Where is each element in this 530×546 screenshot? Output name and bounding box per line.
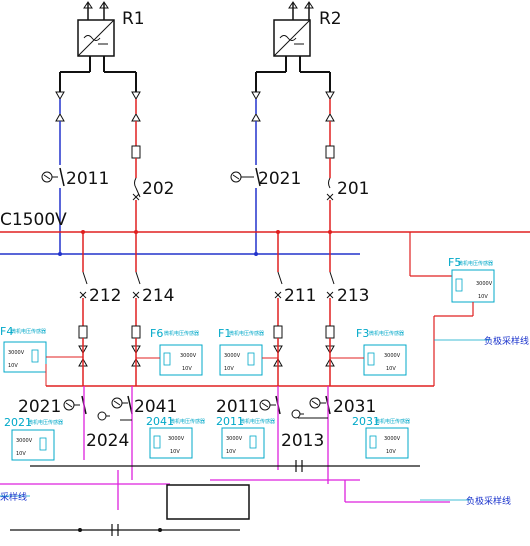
sample-label-left: 采样线 bbox=[0, 491, 27, 503]
f5-top-value: 3000V bbox=[476, 281, 493, 287]
switch-212-label: 212 bbox=[89, 286, 121, 306]
f1-label: F1 bbox=[218, 327, 231, 340]
lower-switch-2041-label: 2041 bbox=[134, 397, 177, 417]
neg-sample-label-bottom: 负极采样线 bbox=[466, 495, 511, 507]
f4-label: F4 bbox=[0, 325, 13, 338]
switch-214-label: 214 bbox=[142, 286, 174, 306]
panel-box bbox=[166, 484, 250, 520]
sensor-f6: F6 微机电压传感器 3000V 10V bbox=[136, 327, 203, 376]
lower-sensor-2011-bottom: 10V bbox=[226, 449, 236, 455]
switch-2021-label: 2021 bbox=[258, 169, 301, 189]
lower-sensor-2011: 2011 微机电压传感器 3000V 10V bbox=[216, 415, 275, 459]
f6-bottom-value: 10V bbox=[182, 366, 192, 372]
lower-sensor-2031: 2031 微机电压传感器 3000V 10V bbox=[352, 415, 410, 459]
lower-sensor-2041-top: 3000V bbox=[168, 436, 185, 442]
lower-sensor-2031-top: 3000V bbox=[384, 436, 401, 442]
f3-top-value: 3000V bbox=[384, 353, 401, 359]
r2-label: R2 bbox=[319, 9, 342, 29]
magenta-sampling-wires bbox=[0, 386, 450, 510]
lower-sensor-2031-label: 2031 bbox=[352, 415, 380, 428]
f5-branch: F5 微机电压传感器 3000V 10V bbox=[409, 232, 495, 386]
f3-type: 微机电压传感器 bbox=[369, 330, 404, 337]
lower-sensor-2021-top: 3000V bbox=[16, 438, 33, 444]
neg-sample-label-right: 负极采样线 bbox=[484, 335, 529, 347]
rectifier-r2: R2 bbox=[255, 1, 342, 92]
lower-switch-2041: 2041 bbox=[111, 395, 177, 417]
lower-switch-2013: 2013 bbox=[281, 409, 324, 451]
r1-positive-feeder: 202 bbox=[131, 91, 174, 232]
lower-sensor-2021-label: 2021 bbox=[4, 416, 32, 429]
switch-213-label: 213 bbox=[337, 286, 369, 306]
f5-bottom-value: 10V bbox=[478, 294, 488, 300]
lower-switch-2013-label: 2013 bbox=[281, 431, 324, 451]
switch-202-label: 202 bbox=[142, 179, 174, 199]
lower-switch-2011-label: 2011 bbox=[216, 397, 259, 417]
lower-sensor-2021: 2021 微机电压传感器 3000V 10V bbox=[4, 416, 63, 461]
lower-switch-2024: 2024 bbox=[86, 411, 129, 451]
sensor-f1: F1 微机电压传感器 3000V 10V bbox=[218, 327, 278, 376]
lower-sensor-2011-type: 微机电压传感器 bbox=[240, 418, 275, 425]
lower-switch-2031-label: 2031 bbox=[333, 397, 376, 417]
lower-switch-2031: 2031 bbox=[309, 395, 376, 417]
lower-sensor-2031-type: 微机电压传感器 bbox=[375, 418, 410, 425]
lower-switch-2021-label: 2021 bbox=[18, 397, 61, 417]
lower-sensor-2021-type: 微机电压传感器 bbox=[28, 419, 63, 426]
switch-201-label: 201 bbox=[337, 179, 369, 199]
f6-label: F6 bbox=[150, 327, 163, 340]
lower-sensor-2041-label: 2041 bbox=[146, 415, 174, 428]
breaker-column-211: 211 bbox=[273, 232, 316, 386]
lower-sensor-2011-top: 3000V bbox=[226, 436, 243, 442]
f5-type: 微机电压传感器 bbox=[458, 260, 493, 267]
sensor-f4: F4 微机电压传感器 3000V 10V bbox=[0, 325, 83, 386]
r1-negative-feeder: 2011 bbox=[41, 91, 109, 254]
breaker-column-214: 214 bbox=[131, 232, 174, 386]
lower-switch-2024-label: 2024 bbox=[86, 431, 129, 451]
f4-top-value: 3000V bbox=[8, 350, 25, 356]
lower-sensor-2041-type: 微机电压传感器 bbox=[170, 418, 205, 425]
switch-211-label: 211 bbox=[284, 286, 316, 306]
lower-sensor-2031-bottom: 10V bbox=[386, 449, 396, 455]
lower-sensor-2041-bottom: 10V bbox=[170, 449, 180, 455]
r2-negative-feeder: 2021 bbox=[230, 91, 301, 254]
lower-switch-2011: 2011 bbox=[216, 395, 281, 417]
switch-2011-label: 2011 bbox=[66, 169, 109, 189]
lower-sensor-2041: 2041 微机电压传感器 3000V 10V bbox=[146, 415, 205, 459]
f3-bottom-value: 10V bbox=[386, 366, 396, 372]
f1-top-value: 3000V bbox=[224, 353, 241, 359]
r2-positive-feeder: 201 bbox=[325, 91, 369, 232]
f1-bottom-value: 10V bbox=[224, 366, 234, 372]
f6-top-value: 3000V bbox=[180, 353, 197, 359]
lower-sensor-2011-label: 2011 bbox=[216, 415, 244, 428]
f4-bottom-value: 10V bbox=[8, 363, 18, 369]
r1-label: R1 bbox=[122, 9, 145, 29]
bus-voltage-label: C1500V bbox=[0, 210, 67, 230]
f6-type: 微机电压传感器 bbox=[164, 330, 199, 337]
lower-switch-2021: 2021 bbox=[18, 395, 87, 417]
breaker-column-213: 213 bbox=[325, 232, 369, 386]
lower-sensor-2021-bottom: 10V bbox=[16, 451, 26, 457]
f4-type: 微机电压传感器 bbox=[11, 328, 46, 335]
breaker-column-212: 212 bbox=[78, 232, 121, 386]
sensor-f3: F3 微机电压传感器 3000V 10V bbox=[330, 327, 407, 376]
f3-label: F3 bbox=[356, 327, 369, 340]
f1-type: 微机电压传感器 bbox=[229, 330, 264, 337]
rectifier-r1: R1 bbox=[59, 1, 145, 92]
f5-label: F5 bbox=[448, 256, 461, 269]
